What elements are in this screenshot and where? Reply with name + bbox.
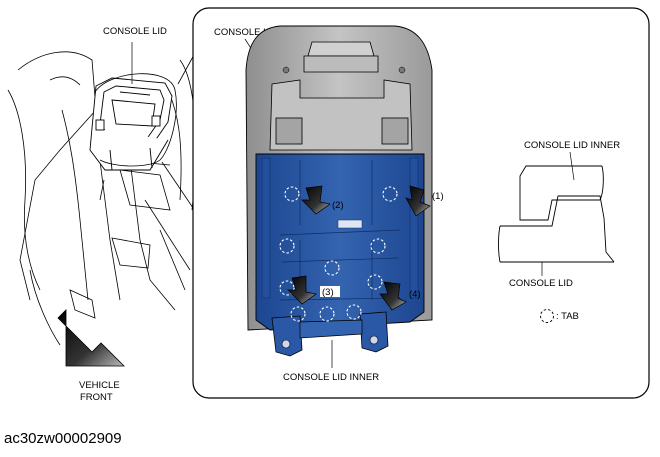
figure-id-caption: ac30zw00002909 [4,430,122,447]
tab-icon [540,309,554,323]
arrow-icon [301,185,331,215]
tab-icon [284,186,300,202]
removal-arrows [287,185,431,311]
vehicle-interior-sketch [7,51,197,346]
tab-icon [367,274,383,290]
label-tab-legend: : TAB [556,311,579,322]
console-lid-part [245,25,433,357]
arrow-icon [405,185,431,217]
arrow-icon [287,275,317,305]
tab-icon [279,280,295,296]
cross-section-detail [498,165,615,263]
label-front: FRONT [80,392,113,403]
label-step-2: (2) [332,200,344,211]
label-step-3: (3) [322,287,334,298]
label-step-1: (1) [432,191,444,202]
tab-icon [382,186,398,202]
arrow-icon [379,281,407,311]
label-detail-console-lid-inner: CONSOLE LID INNER [524,140,620,151]
tab-markers [279,186,398,322]
tab-icon [319,306,335,322]
arrow-icon [57,309,125,367]
tab-icon [279,238,295,254]
label-detail-console-lid: CONSOLE LID [509,278,573,289]
label-vehicle: VEHICLE [79,380,120,391]
label-panel-console-lid: CONSOLE LID [214,27,278,38]
label-console-lid-inner: CONSOLE LID INNER [283,372,379,383]
tab-icon [290,306,306,322]
tab-icon [324,260,340,276]
label-step-4: (4) [409,289,421,300]
tab-icon [370,238,386,254]
label-left-console-lid: CONSOLE LID [103,26,167,37]
tab-icon [346,304,362,320]
vehicle-front-arrow [57,309,125,367]
console-lid-open-sketch [89,77,173,171]
